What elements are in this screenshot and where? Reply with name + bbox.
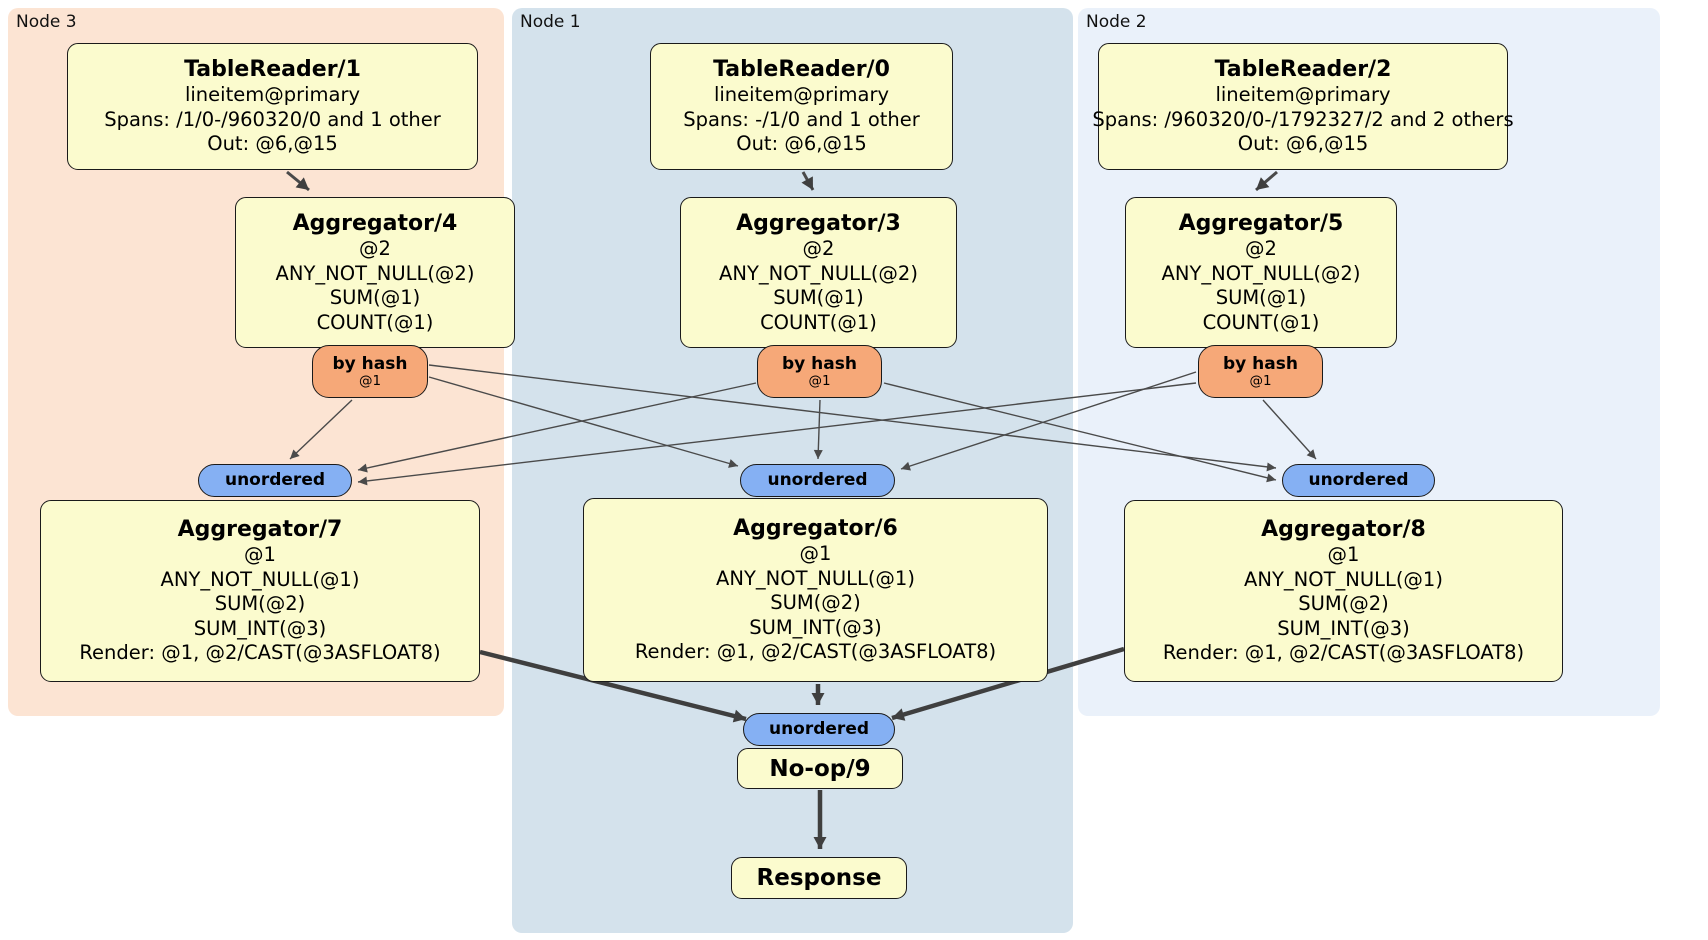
processor-detail-line: Render: @1, @2/CAST(@3ASFLOAT8) — [634, 640, 997, 664]
processor-title: No-op/9 — [769, 755, 871, 782]
processor-title: Aggregator/8 — [1261, 517, 1426, 543]
processor-detail-line: ANY_NOT_NULL(@1) — [716, 566, 915, 590]
region-label-node-1: Node 1 — [520, 12, 581, 32]
router-label: by hash — [782, 353, 857, 374]
processor-detail-line: ANY_NOT_NULL(@1) — [160, 567, 360, 591]
processor-detail-line: @1 — [244, 543, 276, 567]
processor-aggregator-8: Aggregator/8 @1 ANY_NOT_NULL(@1) SUM(@2)… — [1124, 500, 1563, 682]
edge-tablereader-to-aggregator — [286, 170, 1278, 192]
processor-detail-line: ANY_NOT_NULL(@2) — [719, 261, 918, 285]
processor-tablereader-0: TableReader/0 lineitem@primary Spans: -/… — [650, 43, 953, 170]
processor-detail-line: lineitem@primary — [1215, 83, 1391, 107]
processor-title: Aggregator/3 — [736, 211, 901, 236]
processor-aggregator-4: Aggregator/4 @2 ANY_NOT_NULL(@2) SUM(@1)… — [235, 197, 515, 348]
processor-detail-line: @2 — [1245, 237, 1277, 260]
processor-detail-line: @2 — [359, 237, 391, 260]
processor-detail-line: SUM(@2) — [214, 592, 306, 616]
sync-label: unordered — [768, 719, 870, 739]
processor-detail-line: Render: @1, @2/CAST(@3ASFLOAT8) — [1162, 641, 1525, 665]
sync-label: unordered — [224, 470, 326, 490]
processor-detail-line: ANY_NOT_NULL(@2) — [1161, 261, 1361, 285]
processor-detail-line: Spans: /1/0-/960320/0 and 1 other — [104, 107, 441, 131]
processor-detail-line: SUM(@1) — [773, 286, 864, 309]
processor-detail-line: ANY_NOT_NULL(@1) — [1244, 567, 1443, 591]
edge-hash-router-mesh — [289, 364, 1317, 486]
processor-title: TableReader/2 — [1214, 57, 1392, 83]
processor-aggregator-3: Aggregator/3 @2 ANY_NOT_NULL(@2) SUM(@1)… — [680, 197, 957, 348]
processor-title: TableReader/0 — [713, 57, 890, 83]
processor-detail-line: SUM(@2) — [1298, 592, 1389, 616]
processor-detail-line: @2 — [802, 237, 835, 260]
processor-detail-line: lineitem@primary — [184, 83, 361, 107]
processor-detail-line: Spans: -/1/0 and 1 other — [683, 107, 920, 131]
sync-label: unordered — [767, 470, 868, 490]
sync-label: unordered — [1308, 470, 1409, 490]
processor-detail-line: SUM(@1) — [329, 286, 421, 309]
region-label-node-2: Node 2 — [1086, 12, 1147, 32]
processor-detail-line: ANY_NOT_NULL(@2) — [275, 261, 475, 285]
processor-detail-line: lineitem@primary — [713, 83, 890, 107]
processor-response: Response — [731, 857, 907, 899]
processor-detail-line: @1 — [1327, 543, 1360, 567]
region-label-node-3: Node 3 — [16, 12, 77, 32]
processor-detail-line: COUNT(@1) — [1202, 310, 1320, 334]
sync-unordered-right: unordered — [1282, 464, 1435, 497]
sync-unordered-left: unordered — [198, 464, 352, 497]
processor-title: Aggregator/7 — [177, 517, 343, 543]
processor-detail-line: Out: @6,@15 — [207, 132, 338, 156]
router-label: by hash — [1223, 353, 1298, 374]
processor-aggregator-7: Aggregator/7 @1 ANY_NOT_NULL(@1) SUM(@2)… — [40, 500, 480, 682]
processor-tablereader-1: TableReader/1 lineitem@primary Spans: /1… — [67, 43, 478, 170]
router-label: by hash — [332, 353, 408, 374]
router-key: @1 — [358, 372, 382, 389]
router-by-hash-center: by hash @1 — [757, 345, 882, 398]
processor-detail-line: Spans: /960320/0-/1792327/2 and 2 others — [1092, 107, 1514, 131]
router-key: @1 — [808, 372, 831, 389]
processor-detail-line: Render: @1, @2/CAST(@3ASFLOAT8) — [79, 641, 441, 665]
processor-title: TableReader/1 — [184, 57, 361, 83]
processor-aggregator-6: Aggregator/6 @1 ANY_NOT_NULL(@1) SUM(@2)… — [583, 498, 1048, 682]
processor-detail-line: COUNT(@1) — [316, 310, 434, 334]
processor-title: Aggregator/4 — [292, 211, 458, 236]
processor-detail-line: SUM(@1) — [1215, 286, 1307, 309]
processor-detail-line: SUM_INT(@3) — [1277, 616, 1410, 640]
processor-tablereader-2: TableReader/2 lineitem@primary Spans: /9… — [1092, 43, 1514, 170]
processor-detail-line: Out: @6,@15 — [1237, 132, 1369, 156]
processor-title: Aggregator/6 — [733, 516, 898, 542]
processor-title: Aggregator/5 — [1178, 211, 1344, 236]
processor-noop-9: No-op/9 — [737, 748, 903, 789]
processor-detail-line: COUNT(@1) — [760, 310, 877, 334]
router-by-hash-left: by hash @1 — [312, 345, 428, 398]
processor-detail-line: SUM_INT(@3) — [193, 616, 327, 640]
router-key: @1 — [1249, 372, 1272, 389]
edge-to-final-sync — [479, 646, 1125, 849]
processor-detail-line: @1 — [799, 542, 832, 566]
processor-detail-line: SUM(@2) — [770, 591, 861, 615]
sync-unordered-final: unordered — [743, 713, 895, 746]
processor-aggregator-5: Aggregator/5 @2 ANY_NOT_NULL(@2) SUM(@1)… — [1125, 197, 1397, 348]
router-by-hash-right: by hash @1 — [1198, 345, 1323, 398]
processor-detail-line: Out: @6,@15 — [736, 132, 867, 156]
processor-title: Response — [756, 865, 882, 891]
processor-detail-line: SUM_INT(@3) — [749, 615, 882, 639]
sync-unordered-center: unordered — [740, 464, 895, 497]
